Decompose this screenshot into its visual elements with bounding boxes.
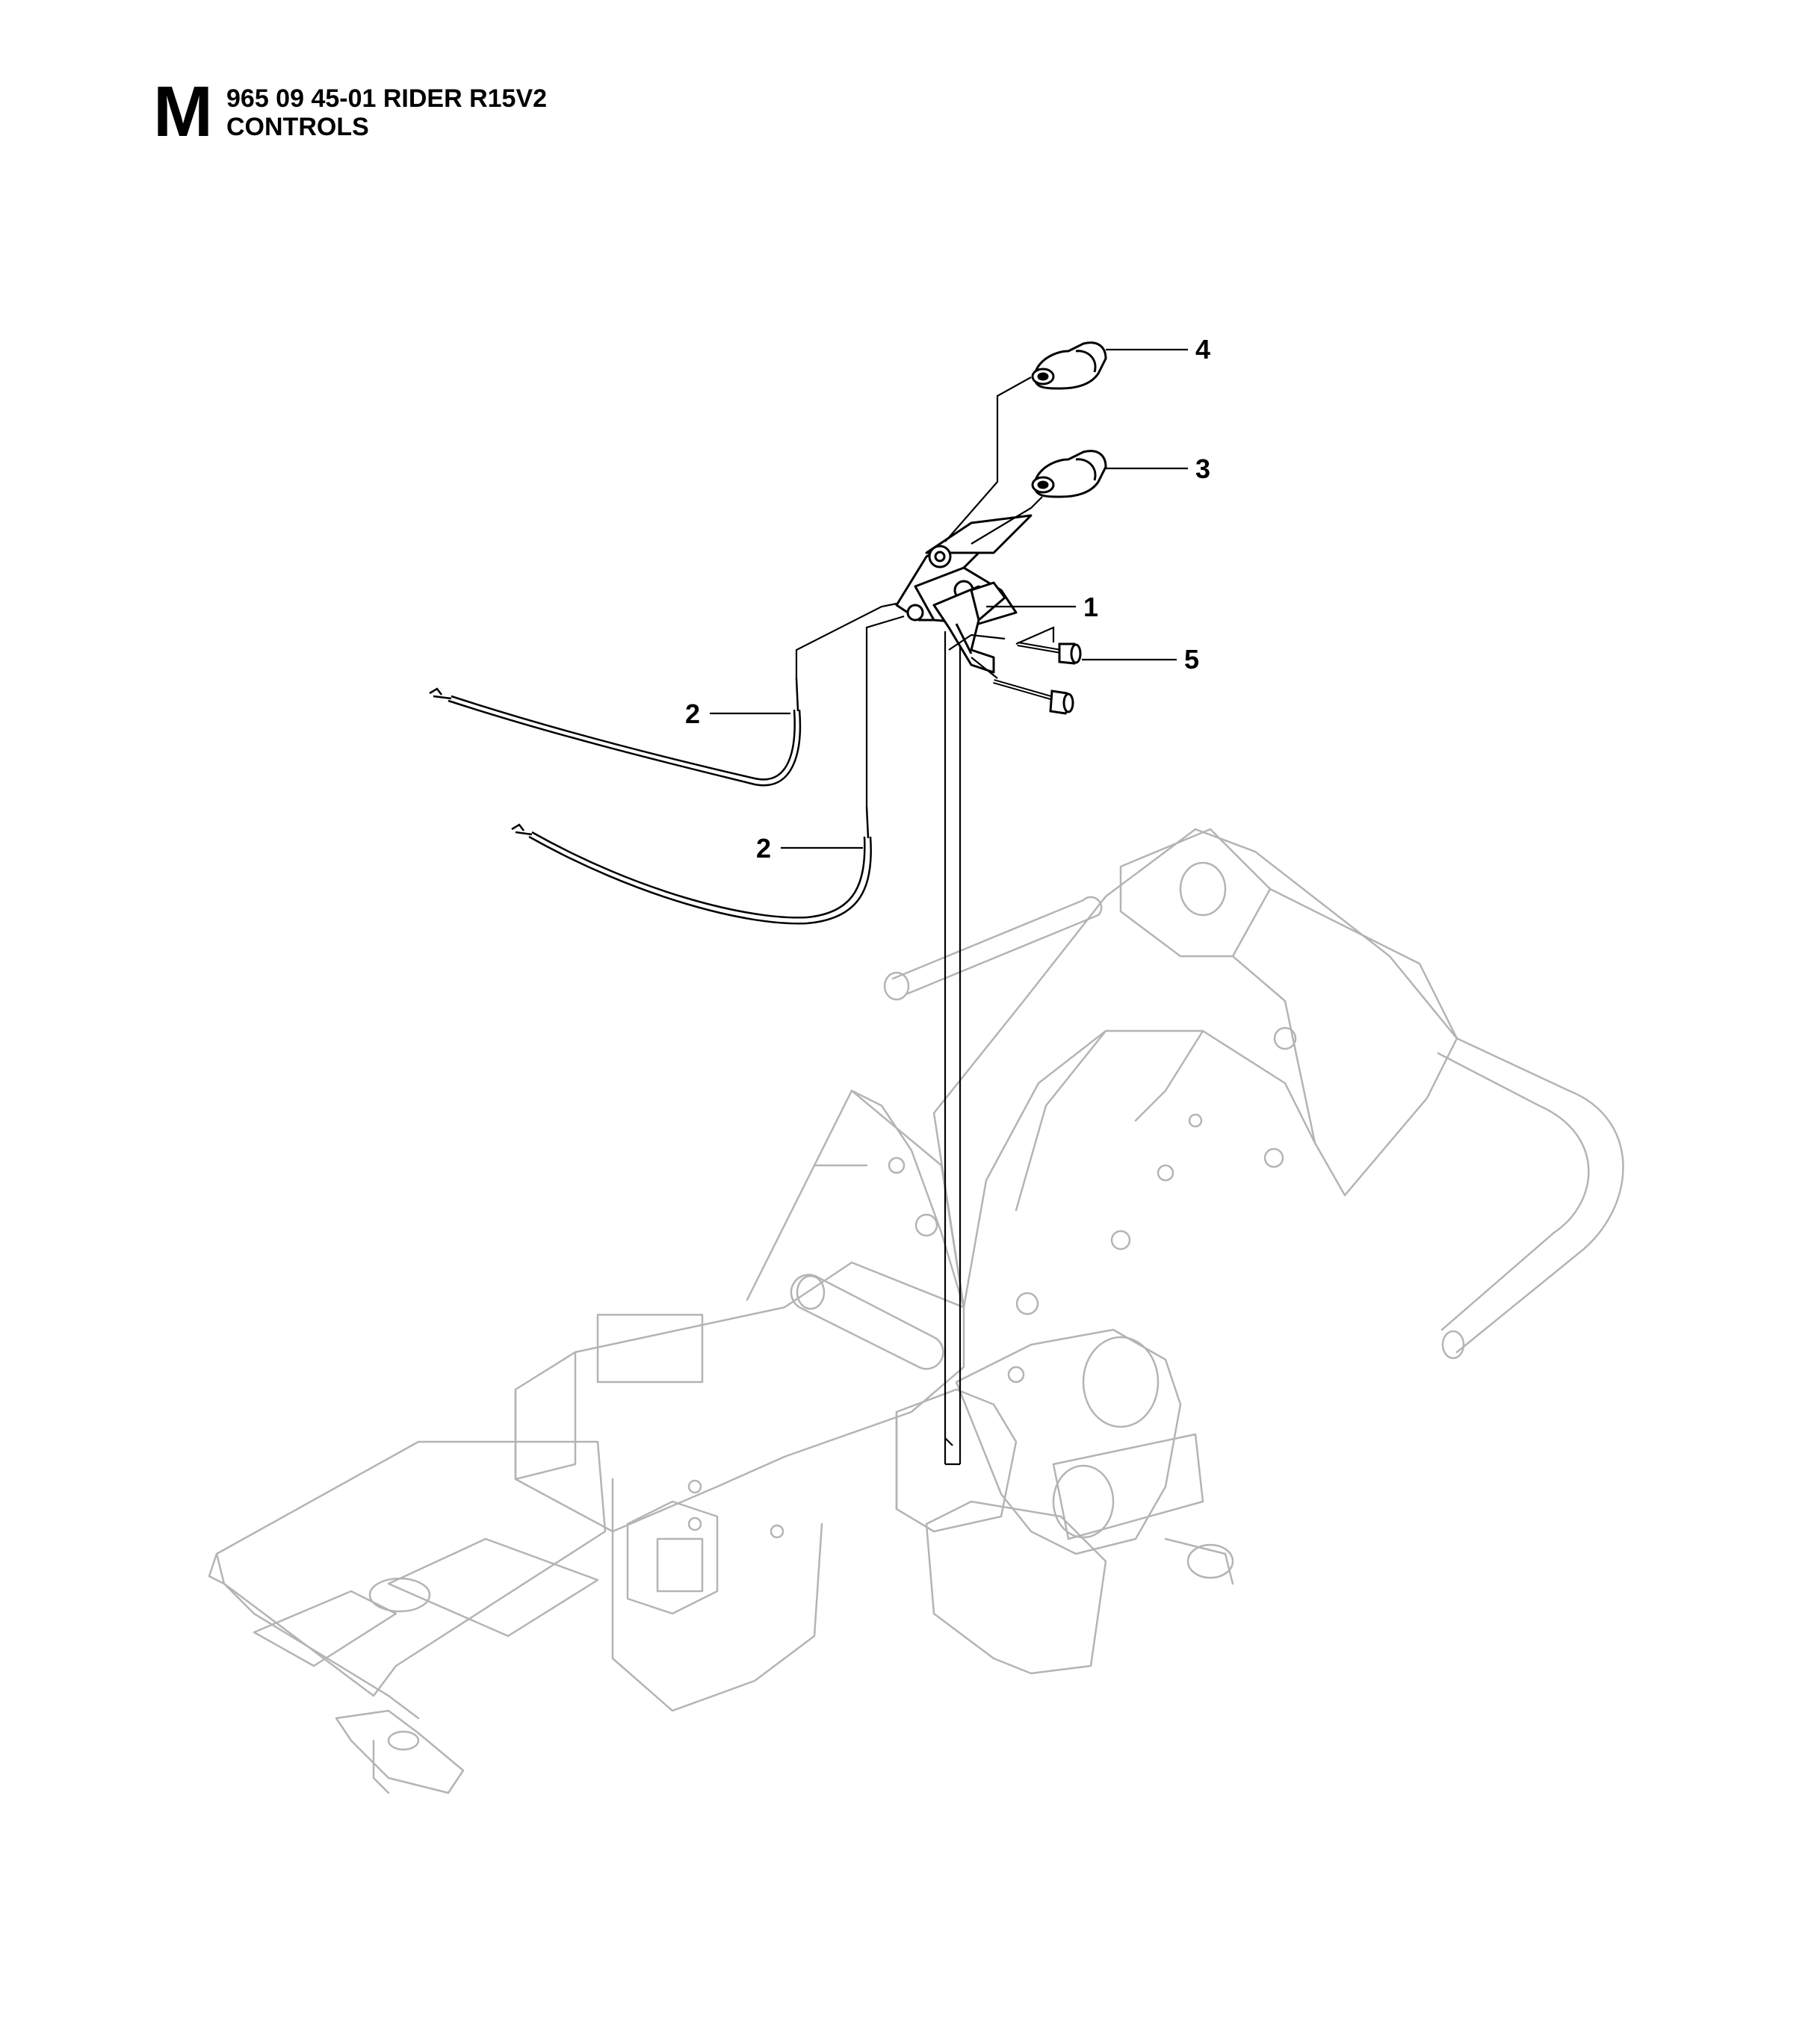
callout-3: 3: [1195, 453, 1210, 484]
screw-routing-lines: [948, 626, 1055, 679]
section-title: CONTROLS: [226, 113, 369, 141]
knob-part-4: [1031, 341, 1107, 390]
routing-lines: [795, 602, 962, 1466]
throttle-cable: [511, 806, 872, 925]
callout-2-upper: 2: [685, 698, 700, 729]
tractor-frame: [208, 828, 1624, 1794]
callout-2-lower: 2: [756, 833, 771, 864]
callout-4: 4: [1195, 334, 1210, 365]
screw-part-5-lower: [993, 679, 1074, 715]
header-text: 965 09 45-01 RIDER R15V2 CONTROLS: [226, 84, 547, 141]
control-lever-assembly: [895, 514, 1033, 674]
section-letter: M: [153, 72, 213, 152]
screw-part-5-upper: [1017, 642, 1082, 665]
lever-rod-4: [944, 377, 1032, 542]
lever-rod-3: [971, 496, 1043, 545]
choke-cable: [429, 678, 802, 787]
callout-1: 1: [1083, 592, 1098, 622]
knob-part-3: [1031, 450, 1107, 498]
callout-leaders: [710, 348, 1188, 849]
model-title: 965 09 45-01 RIDER R15V2: [226, 84, 548, 113]
callout-5: 5: [1184, 644, 1199, 675]
